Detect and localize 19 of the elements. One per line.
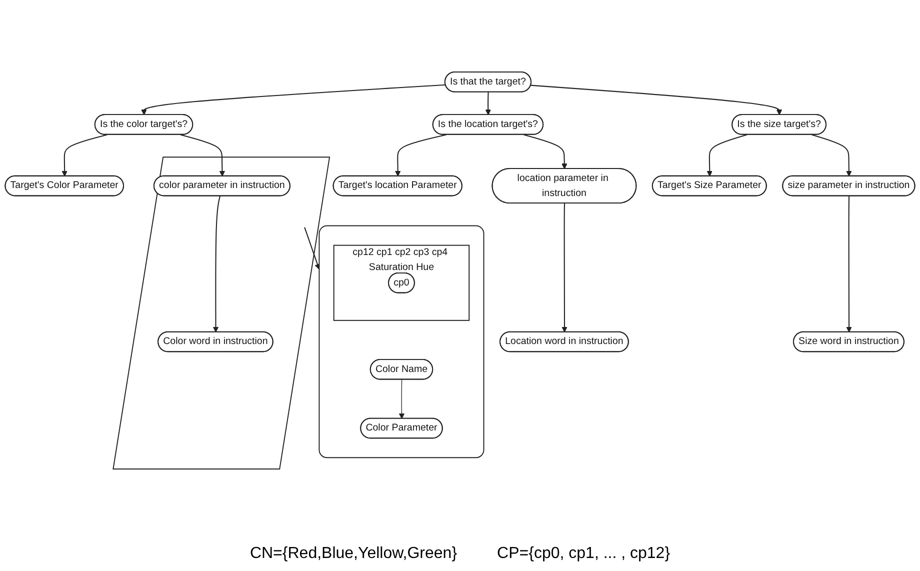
set-definition: CN={Red,Blue,Yellow,Green}: [250, 545, 458, 563]
arrow: [562, 203, 568, 332]
cluster: [318, 225, 484, 458]
flowchart-drawing: cp12 cp1 cp2 cp3 cp4 Saturation Hue cp0 Color Name Color Parameter Is that the target? Is the color target's? Is the location target's? Is the size target's? Target's Color Parameter color parameter in instruction Color word in instruction Target's location Parameter location parameter in instruction Target's Size Parameter size parameter in instruction Location word in instruction Size word in instruction: [0, 0, 920, 541]
arrow: [141, 84, 446, 116]
arrow: [812, 134, 852, 176]
arrow: [485, 92, 491, 116]
arrow: [212, 196, 221, 332]
arrow: [394, 134, 446, 176]
arrow: [706, 134, 748, 176]
arrow: [304, 227, 320, 270]
arrow: [180, 134, 226, 176]
set-definition: CP={cp0, cp1, ... , cp12}: [497, 545, 670, 563]
arrow: [846, 196, 852, 332]
arrow: [530, 84, 782, 116]
arrow: [398, 379, 405, 419]
cluster: [333, 244, 470, 321]
arrow: [62, 134, 108, 176]
arrow: [524, 134, 568, 170]
